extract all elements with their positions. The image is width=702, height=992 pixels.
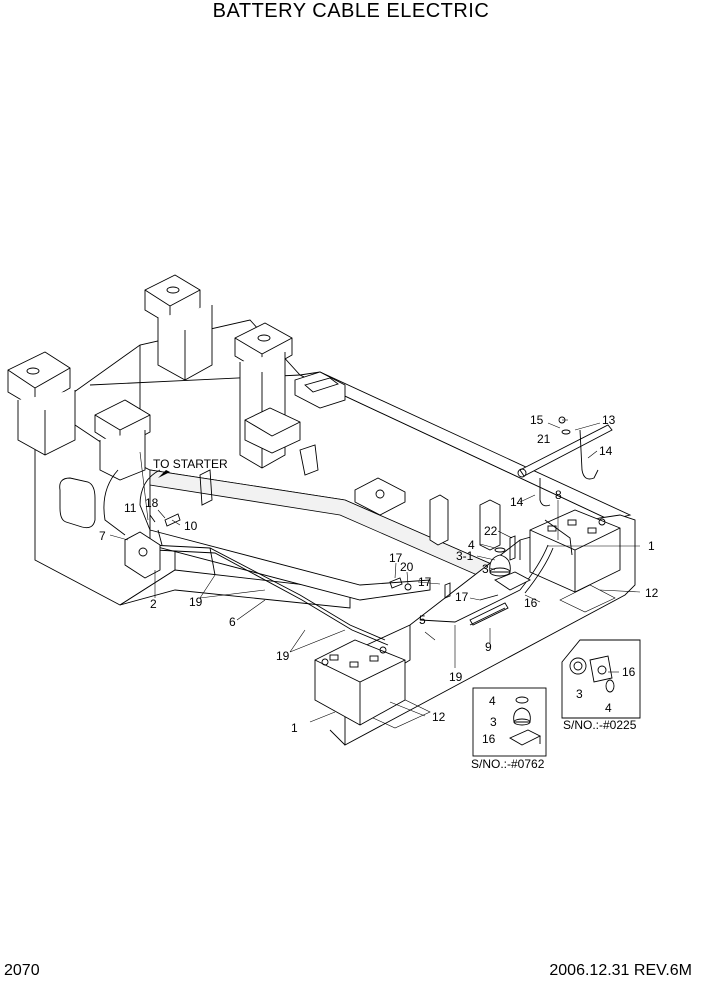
callout-13: 13 — [602, 413, 616, 427]
callout-19-mid: 19 — [276, 649, 290, 663]
callout-17-left: 17 — [389, 551, 403, 565]
callout-17-mid: 17 — [418, 575, 432, 589]
callout-labels: TO STARTER 1 1 2 3 3 3 3-1 3-1 4 4 4 5 6… — [99, 413, 659, 771]
callout-3-1-center: 3-1 — [456, 549, 474, 563]
callout-8: 8 — [555, 488, 562, 502]
leader-lines — [109, 419, 641, 723]
callout-14-right: 14 — [599, 444, 613, 458]
callout-7: 7 — [99, 529, 106, 543]
callout-18: 18 — [145, 496, 159, 510]
callout-16-box-left: 16 — [482, 732, 496, 746]
callout-1-rear: 1 — [648, 539, 655, 553]
serial-note-0762: S/NO.:-#0762 — [471, 757, 545, 771]
callout-15: 15 — [530, 413, 544, 427]
callout-21: 21 — [537, 432, 551, 446]
hold-down-hardware — [517, 416, 613, 556]
callout-5: 5 — [419, 613, 426, 627]
callout-3-box-right: 3 — [576, 687, 583, 701]
callout-10: 10 — [184, 519, 198, 533]
callout-12-front: 12 — [432, 710, 446, 724]
callout-9: 9 — [485, 640, 492, 654]
callout-2: 2 — [150, 597, 157, 611]
callout-3-center: 3 — [482, 562, 489, 576]
frame-details — [199, 371, 501, 551]
callout-3-box-left: 3 — [490, 715, 497, 729]
battery-front — [314, 639, 406, 726]
callout-19-left: 19 — [189, 595, 203, 609]
to-starter-label: TO STARTER — [153, 457, 228, 471]
upper-frame — [34, 319, 632, 609]
callout-14-left: 14 — [510, 495, 524, 509]
page-number: 2070 — [4, 962, 40, 979]
detail-box-0225 — [561, 639, 641, 719]
callout-19-right: 19 — [449, 670, 463, 684]
frame-towers — [7, 274, 301, 481]
callout-11: 11 — [124, 501, 137, 515]
to-starter-arrow-icon — [158, 470, 170, 478]
callout-20: 20 — [400, 560, 414, 574]
callout-4-box-left: 4 — [489, 694, 496, 708]
battery-rear — [529, 509, 621, 593]
revision-date: 2006.12.31 REV.6M — [549, 962, 692, 979]
callout-4-center: 4 — [468, 538, 475, 552]
callout-17-right: 17 — [455, 590, 469, 604]
callout-6: 6 — [229, 615, 236, 629]
callout-16-box-right: 16 — [622, 665, 636, 679]
detail-box-0762 — [472, 687, 547, 757]
serial-note-0225: S/NO.:-#0225 — [563, 718, 637, 732]
callout-12-rear: 12 — [645, 586, 659, 600]
callout-4-box-right: 4 — [605, 701, 612, 715]
callout-1-front: 1 — [291, 721, 298, 735]
callout-16-center: 16 — [524, 596, 538, 610]
battery-cables — [103, 469, 554, 646]
callout-22: 22 — [484, 524, 498, 538]
disconnect-switch-center — [389, 535, 531, 626]
disconnect-switch-left — [124, 513, 181, 579]
page-title: BATTERY CABLE ELECTRIC — [212, 0, 490, 22]
